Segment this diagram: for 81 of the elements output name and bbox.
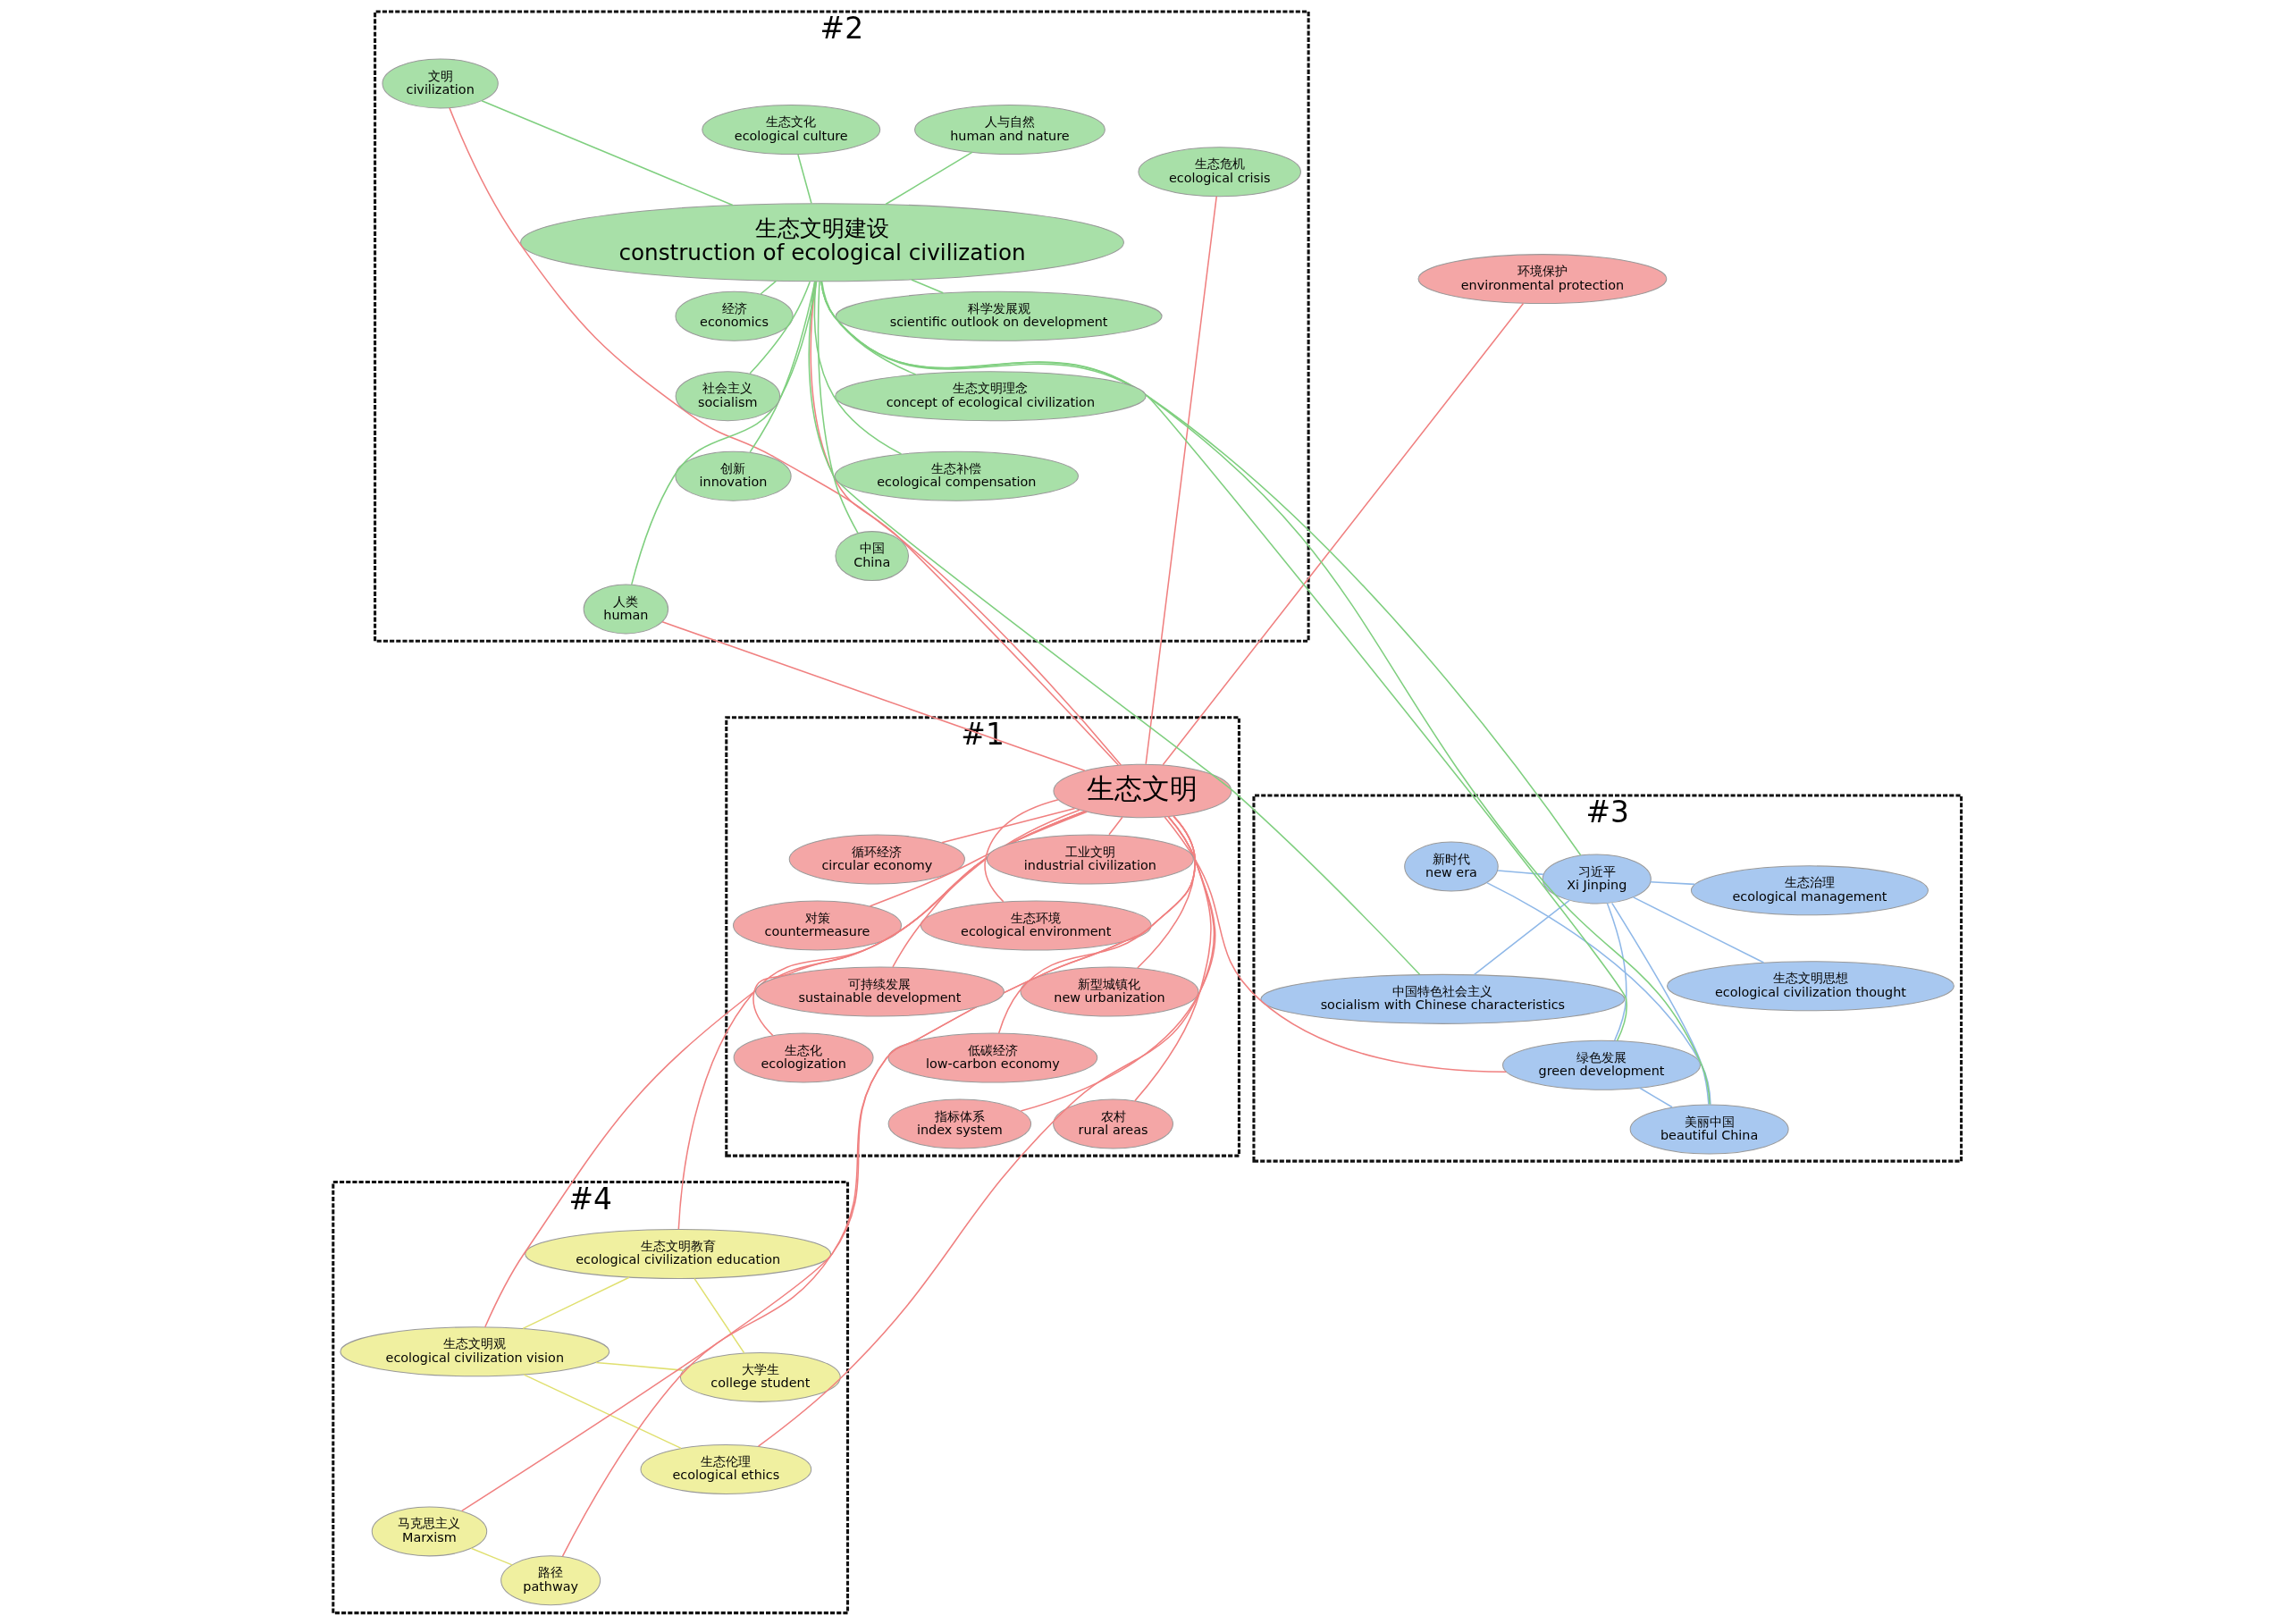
node-ellipse: 生态文明 [1053, 763, 1232, 819]
node-ellipse: 生态环境 ecological environment [920, 900, 1152, 951]
connector [522, 1276, 630, 1330]
connector [461, 815, 1196, 1512]
node-ellipse: 人与自然 human and nature [914, 105, 1105, 156]
node-ellipse: 大学生 college student [679, 1351, 841, 1402]
connector [677, 810, 1086, 1230]
connector [1639, 1087, 1673, 1108]
connector [760, 280, 778, 295]
connector [470, 1547, 513, 1566]
node-ellipse: 农村 rural areas [1053, 1098, 1173, 1149]
node-ellipse: 经济 economics [675, 290, 794, 341]
connector [749, 281, 816, 453]
node-ellipse: 生态文明建设 construction of ecological civilization [520, 203, 1124, 282]
connector [631, 281, 818, 585]
connector [1108, 816, 1123, 836]
node-ellipse: 生态危机 ecological crisis [1138, 147, 1301, 198]
node-ellipse: 指标体系 index system [887, 1098, 1032, 1149]
connector [1164, 816, 1508, 1073]
node-ellipse: 中国 China [835, 531, 910, 582]
node-ellipse: 生态治理 ecological management [1690, 865, 1929, 916]
connector [523, 1374, 682, 1450]
connector [1650, 880, 1696, 886]
node-ellipse: 绿色发展 green development [1502, 1039, 1701, 1090]
node-ellipse: 生态文明理念 concept of ecological civilization [835, 371, 1147, 422]
node-ellipse: 生态文明思想 ecological civilization thought [1667, 961, 1955, 1012]
connector [1486, 881, 1711, 1106]
node-ellipse: 生态化 ecologization [733, 1032, 874, 1083]
connector [1497, 870, 1544, 876]
node-ellipse: 生态伦理 ecological ethics [640, 1443, 812, 1494]
node-ellipse: 环境保护 environmental protection [1417, 254, 1668, 305]
connector [885, 151, 973, 206]
connector [810, 281, 1120, 766]
connector [481, 99, 734, 206]
node-ellipse: 科学发展观 scientific outlook on development [835, 290, 1163, 341]
connector [449, 107, 1122, 766]
node-ellipse: 文明 civilization [382, 58, 499, 109]
node-ellipse: 低碳经济 low-carbon economy [887, 1032, 1098, 1083]
node-ellipse: 新型城镇化 new urbanization [1020, 966, 1199, 1017]
connector [808, 281, 1421, 976]
node-ellipse: 工业文明 industrial civilization [986, 834, 1194, 885]
connector [817, 281, 859, 534]
connector [1632, 896, 1765, 963]
connector [820, 281, 1711, 1106]
node-ellipse: 马克思主义 Marxism [371, 1506, 488, 1557]
node-ellipse: 生态文明教育 ecological civilization education [525, 1228, 832, 1279]
connector [892, 809, 1080, 968]
connector [694, 1277, 745, 1354]
connector [820, 281, 1582, 856]
connector [1162, 302, 1525, 766]
node-ellipse: 社会主义 socialism [675, 371, 781, 422]
connector [595, 1361, 685, 1371]
connector [749, 281, 811, 374]
node-ellipse: 可持续发展 sustainable development [755, 966, 1005, 1017]
connector [1610, 902, 1710, 1106]
node-ellipse: 循环经济 circular economy [788, 834, 965, 885]
node-ellipse: 美丽中国 beautiful China [1629, 1104, 1789, 1155]
connector [1145, 196, 1217, 765]
connector [941, 807, 1076, 844]
connector [997, 815, 1196, 1034]
connector [484, 810, 1086, 1328]
connector [820, 281, 917, 375]
node-ellipse: 生态补偿 ecological compensation [834, 450, 1079, 501]
connector [561, 815, 1196, 1557]
node-ellipse: 对策 countermeasure [733, 900, 902, 951]
node-ellipse: 中国特色社会主义 socialism with Chinese characteristics [1260, 973, 1626, 1024]
connector [911, 279, 945, 294]
node-ellipse: 路径 pathway [500, 1555, 601, 1606]
node-ellipse: 创新 innovation [675, 450, 792, 501]
node-ellipse: 人类 human [583, 584, 669, 635]
connector [1473, 899, 1570, 976]
connector [869, 811, 1088, 907]
connector [661, 621, 1086, 771]
node-ellipse: 生态文明观 ecological civilization vision [340, 1326, 610, 1377]
connector [813, 281, 903, 455]
node-ellipse: 习近平 Xi Jinping [1542, 854, 1652, 905]
node-ellipse: 生态文化 ecological culture [702, 105, 881, 156]
connector [984, 798, 1059, 903]
node-ellipse: 新时代 new era [1404, 841, 1499, 892]
connector [1606, 902, 1627, 1041]
connector [797, 154, 812, 205]
